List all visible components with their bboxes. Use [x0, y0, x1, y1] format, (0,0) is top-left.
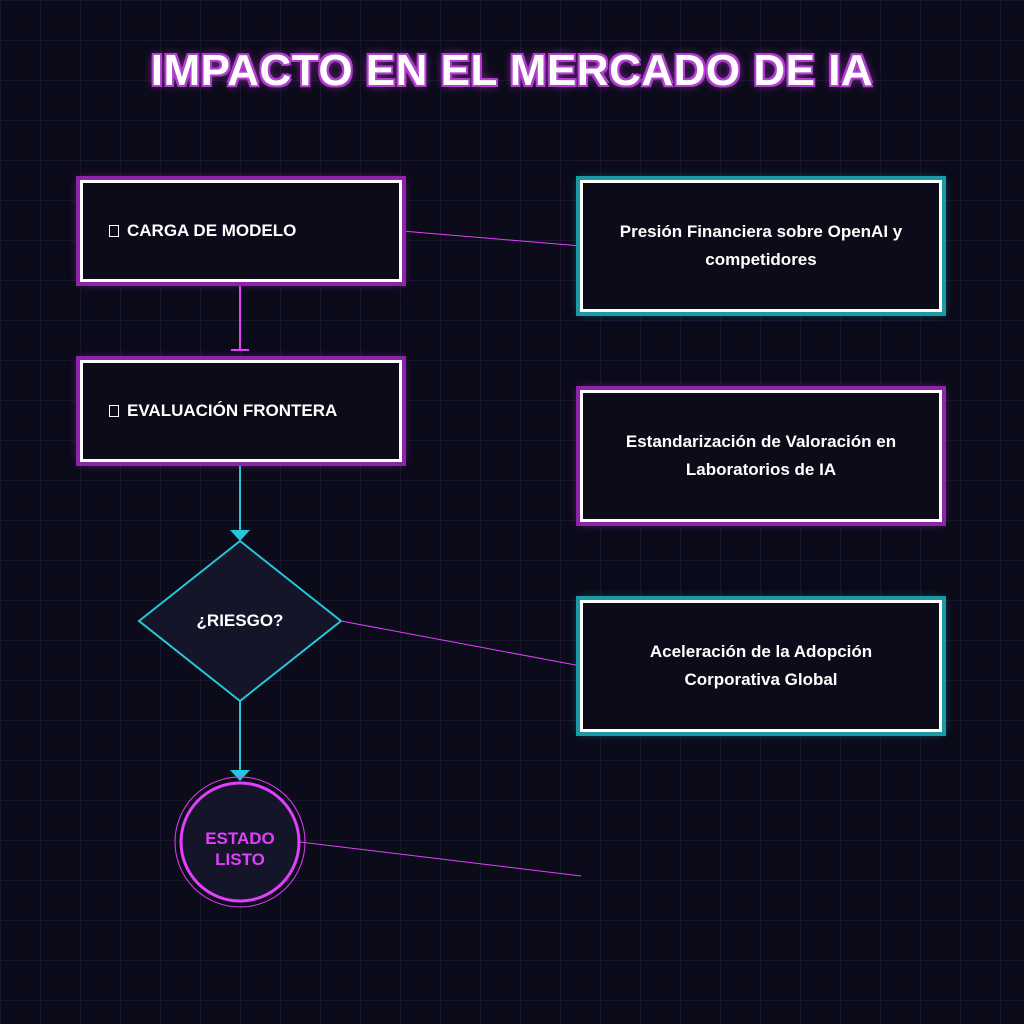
decision-label: ¿RIESGO?: [196, 611, 284, 630]
impact-text-valuation-standardization: Estandarización de Valoración en Laborat…: [625, 432, 897, 479]
step-load-model-label: CARGA DE MODELO: [127, 221, 297, 240]
arrowhead-decision-to-end: [230, 770, 250, 781]
step-load-model-label-row: CARGA DE MODELO: [109, 183, 296, 279]
page-title: IMPACTO EN EL MERCADO DE IA: [150, 46, 874, 95]
box-glyph-icon: [109, 225, 119, 237]
impact-text-financial-pressure: Presión Financiera sobre OpenAI y compet…: [619, 222, 903, 269]
impact-box-adoption-acceleration: Aceleración de la Adopción Corporativa G…: [580, 600, 942, 732]
end-state-line-2: LISTO: [215, 850, 265, 869]
end-state-circle: [179, 781, 301, 903]
link-end-to-impact-4: [299, 841, 582, 877]
impact-box-valuation-standardization: Estandarización de Valoración en Laborat…: [580, 390, 942, 522]
box-glyph-icon: [109, 405, 119, 417]
end-state-label: ESTADO LISTO: [194, 828, 286, 870]
step-frontier-eval-label-row: EVALUACIÓN FRONTERA: [109, 363, 337, 459]
step-load-model: CARGA DE MODELO: [80, 180, 402, 282]
step-frontier-eval-label: EVALUACIÓN FRONTERA: [127, 401, 338, 420]
link-load-to-impact-1: [401, 230, 582, 247]
step-frontier-eval: EVALUACIÓN FRONTERA: [80, 360, 402, 462]
arrowhead-eval-to-decision: [230, 530, 250, 541]
end-state-line-1: ESTADO: [205, 829, 275, 848]
impact-box-financial-pressure: Presión Financiera sobre OpenAI y compet…: [580, 180, 942, 312]
end-state-outer-ring: [174, 776, 306, 908]
link-decision-to-impact-3: [340, 620, 582, 667]
impact-text-adoption-acceleration: Aceleración de la Adopción Corporativa G…: [649, 642, 873, 689]
